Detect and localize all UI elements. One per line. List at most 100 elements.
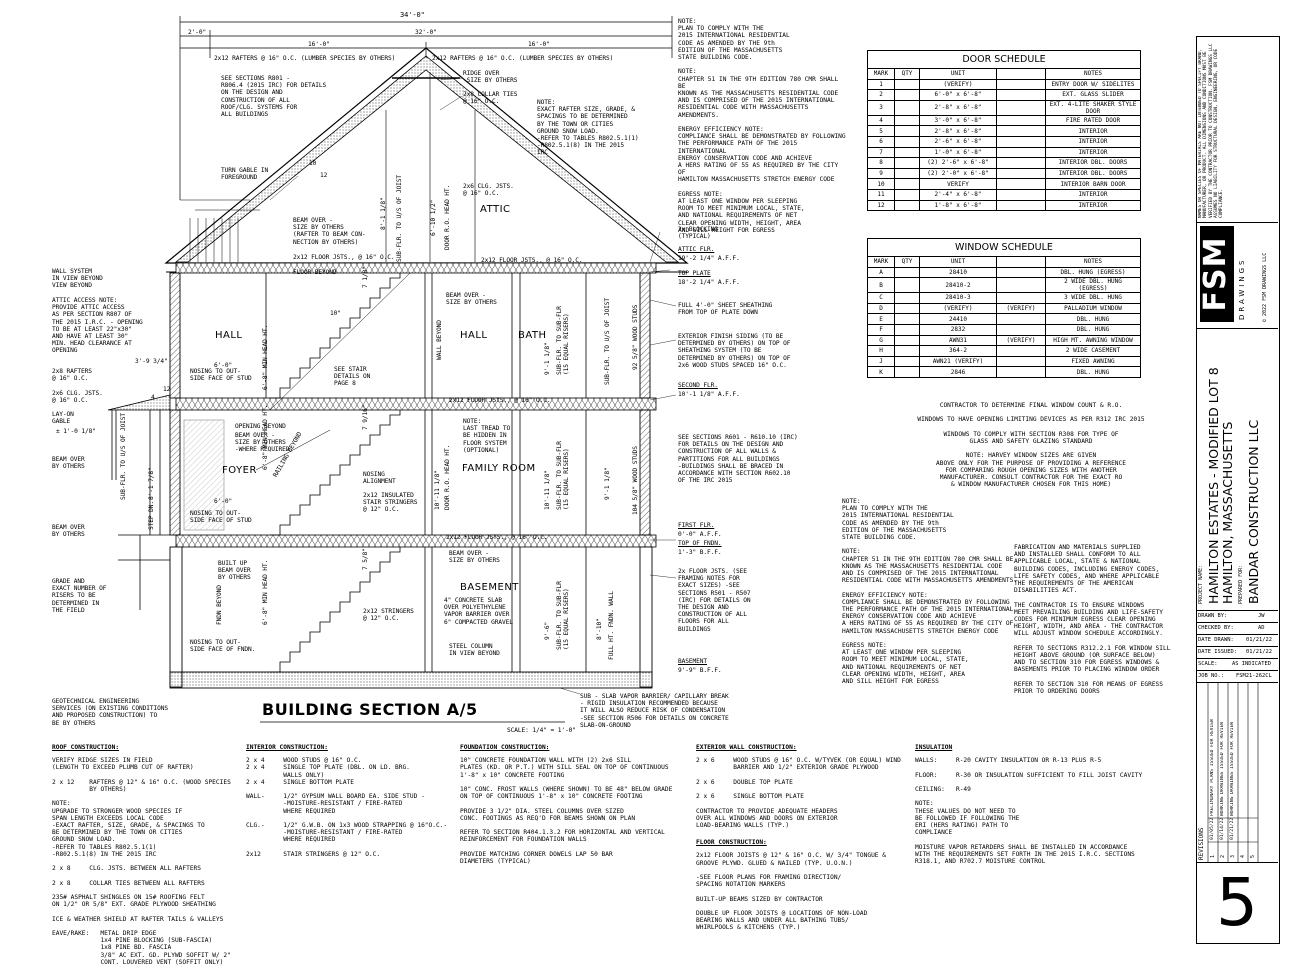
logo: FSM — [1198, 236, 1233, 312]
room-foyer: FOYER — [222, 465, 257, 476]
callout-see-r801: SEE SECTIONS R801 - R806.4 (2015 IRC) FO… — [221, 75, 327, 119]
dim-base: 9'-6" — [544, 621, 551, 640]
revision-date: 01/14/22 — [1220, 817, 1225, 840]
callout-stringers-base: 2x12 STRINGERS @ 12" O.C. — [363, 608, 414, 623]
schedule-cell — [894, 334, 920, 347]
schedule-header-cell: MARK — [867, 68, 895, 80]
dim-fam-2: 10'-11 1/8" — [434, 470, 441, 510]
dim-head-attic: 8'-1 1/8" — [380, 197, 387, 230]
schedule-cell — [996, 99, 1046, 116]
mid-notes: NOTE: PLAN TO COMPLY WITH THE 2015 INTER… — [842, 498, 1018, 686]
schedule-header-cell: UNIT — [919, 68, 997, 80]
callout-nosing-1: NOSING TO OUT- SIDE FACE OF STUD — [190, 368, 252, 383]
schedule-header-cell: NOTES — [1045, 68, 1141, 80]
schedule-cell: 4 — [867, 114, 895, 127]
schedule-cell — [894, 313, 920, 325]
date-drawn: 01/21/22 — [1246, 637, 1272, 643]
sub-flr-attic: SUB-FLR. TO U/S OF JOIST — [396, 174, 403, 262]
fab-notes: FABRICATION AND MATERIALS SUPPLIED AND I… — [1014, 544, 1171, 696]
room-bath: BATH — [518, 330, 547, 341]
schedule-cell: 2'-8" x 6'-8" — [919, 125, 997, 137]
dim-sill-ht: ± 1'-0 1/8" — [56, 428, 96, 435]
schedule-cell: B — [867, 277, 895, 294]
spec-interior: INTERIOR CONSTRUCTION: 2 x 4 WOOD STUDS … — [246, 744, 448, 858]
spec-exterior: EXTERIOR WALL CONSTRUCTION: 2 x 6 WOOD S… — [696, 744, 901, 932]
schedule-cell: C — [867, 292, 895, 304]
schedule-cell: 3'-0" x 6'-8" — [919, 114, 997, 127]
schedule-cell — [894, 114, 920, 127]
dim-fam: 10'-11 1/8" — [544, 470, 551, 510]
spec-roof: ROOF CONSTRUCTION: VERIFY RIDGE SIZES IN… — [52, 744, 231, 966]
schedule-cell — [996, 78, 1046, 91]
callout-nosing-3: NOSING TO OUT- SIDE FACE OF FNDN. — [190, 639, 256, 654]
callout-grade-note: GRADE AND EXACT NUMBER OF RISERS TO BE D… — [52, 578, 107, 614]
revision-date: 01/05/22 — [1210, 817, 1215, 840]
schedule-cell: INTERIOR — [1045, 199, 1141, 212]
callout-stringers-ins: 2x12 INSULATED STAIR STRINGERS @ 12" O.C… — [363, 492, 418, 514]
dim-base-2: 8'-10" — [596, 618, 603, 640]
schedule-cell: 1 — [867, 78, 895, 91]
callout-beam-hall: BEAM OVER - SIZE BY OTHERS — [446, 292, 497, 307]
callout-opening-beyond: OPENING BEYOND — [235, 423, 286, 430]
window-notes: CONTRACTOR TO DETERMINE FINAL WINDOW COU… — [917, 402, 1145, 489]
job-no: FSM21-262CL — [1236, 673, 1272, 679]
spec-foundation: FOUNDATION CONSTRUCTION: 10" CONCRETE FO… — [460, 744, 673, 866]
schedule-header-cell — [996, 68, 1046, 80]
callout-rafters-porch: 2x8 RAFTERS @ 16" O.C. — [52, 368, 92, 383]
schedule-cell: J — [867, 355, 895, 368]
schedule-cell: ENTRY DOOR W/ SIDELITES — [1045, 78, 1141, 91]
drawn-by: JW — [1258, 613, 1265, 619]
room-hall-left: HALL — [215, 330, 243, 341]
disclaimer: NAMES OR SPECIES OF MATERIALS ARE NOT IN… — [1198, 43, 1225, 218]
schedule-cell: F — [867, 323, 895, 336]
dim-hall-head: 6'-8" MIN HEAD HT. — [262, 324, 269, 390]
pitch-run: 12 — [320, 172, 328, 179]
schedule-cell: D — [867, 302, 895, 315]
schedule-cell: INTERIOR — [1045, 125, 1141, 137]
schedule-cell — [894, 277, 920, 294]
schedule-cell — [996, 292, 1046, 304]
revision-no: 3 — [1230, 854, 1236, 858]
schedule-cell: AWN21 (VERIFY) — [919, 355, 997, 368]
section-title: BUILDING SECTION A/5 — [262, 700, 478, 719]
door-rough-fam: DOOR R.O. HEAD HT. — [444, 444, 451, 510]
callout-clg-jsts: 2x6 CLG. JSTS. @ 16" O.C. — [463, 183, 514, 198]
schedule-header-cell: MARK — [867, 256, 895, 268]
schedule-cell — [996, 313, 1046, 325]
schedule-cell: A — [867, 266, 895, 279]
dim-porch: 3'-9 3/4" — [135, 358, 168, 365]
schedule-header-cell — [996, 256, 1046, 268]
callout-note-tread: NOTE: LAST TREAD TO BE HIDDEN IN FLOOR S… — [463, 418, 511, 454]
revision-no: 1 — [1210, 854, 1216, 858]
schedule-cell: (VERIFY) — [996, 302, 1046, 315]
schedule-cell: (VERIFY) — [919, 302, 997, 315]
schedule-cell — [996, 146, 1046, 159]
schedule-cell: INTERIOR DBL. DOORS — [1045, 157, 1141, 169]
schedule-cell — [894, 323, 920, 336]
leader-lines — [269, 77, 677, 695]
callout-nosing-2: NOSING TO OUT- SIDE FACE OF STUD — [190, 510, 252, 525]
callout-steel-col: STEEL COLUMN IN VIEW BEYOND — [449, 643, 500, 658]
dim-stair-clear: 6'-0" — [214, 498, 233, 505]
schedule-cell: (VERIFY) — [996, 334, 1046, 347]
project-name: HAMILTON ESTATES - MODIFIED LOT 8 — [1206, 367, 1221, 604]
schedule-cell: 12 — [867, 199, 895, 212]
schedule-cell: AWN31 — [919, 334, 997, 347]
callout-floor-2nd: 2x12 FLOOR JSTS., @ 16" O.C. — [449, 397, 551, 404]
top-notes: NOTE: PLAN TO COMPLY WITH THE 2015 INTER… — [678, 18, 846, 234]
callout-collar: 2x8 COLLAR TIES @ 16" O.C. — [463, 91, 518, 106]
schedule-cell: 7 — [867, 146, 895, 159]
schedule-cell: INTERIOR — [1045, 146, 1141, 159]
schedule-cell: INTERIOR BARN DOOR — [1045, 178, 1141, 190]
callout-floor-attic: 2x12 FLOOR JSTS., @ 16" O.C. — [293, 254, 395, 261]
